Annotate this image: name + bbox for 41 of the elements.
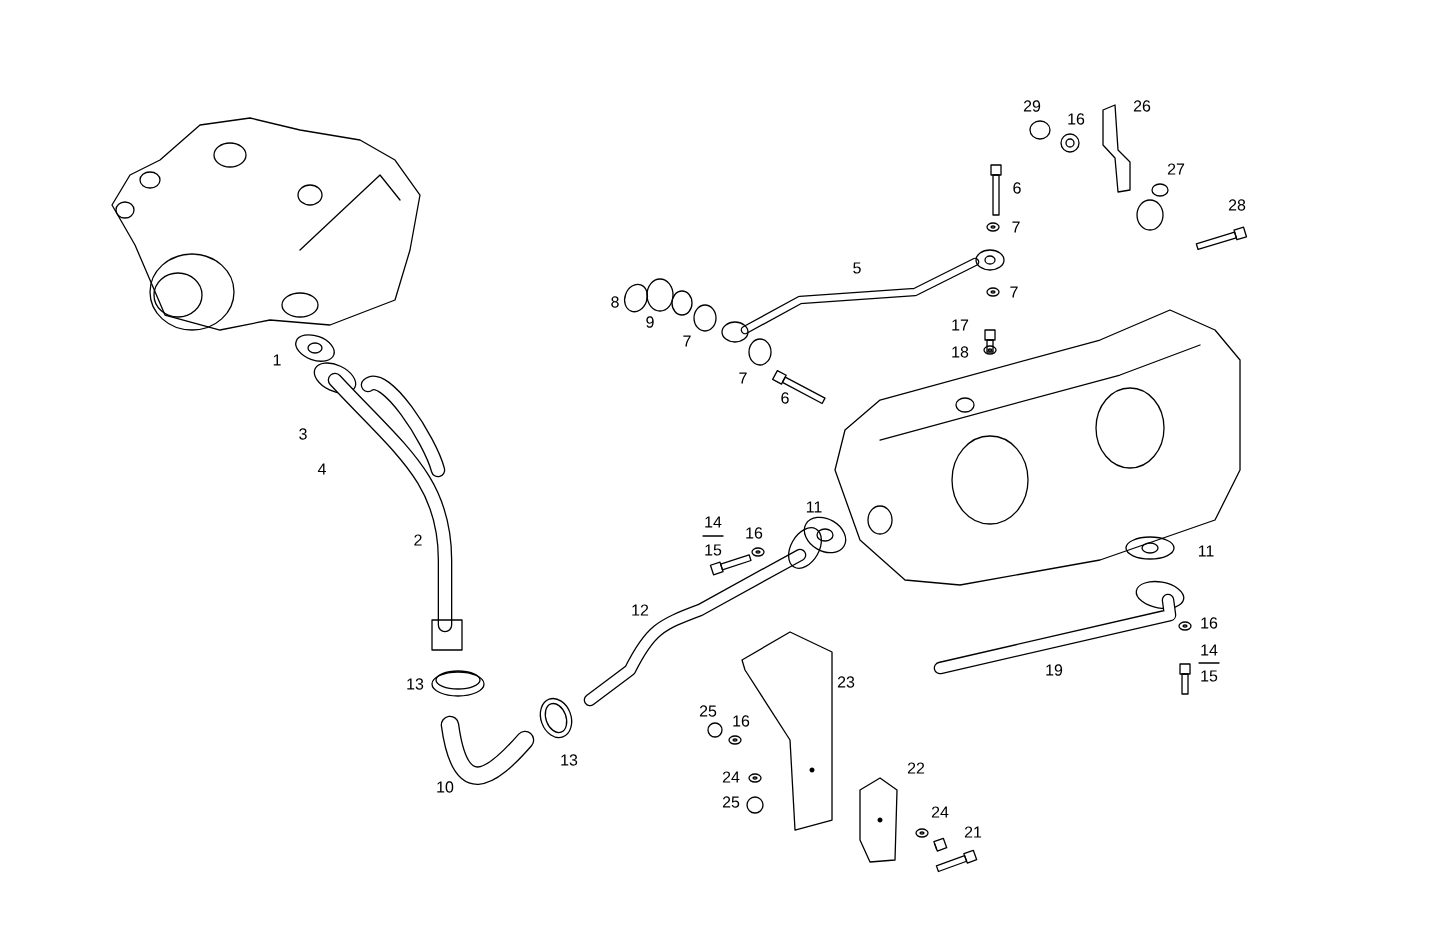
callout-number: 7 xyxy=(683,335,691,347)
callout-number: 7 xyxy=(1010,286,1018,298)
callout-number: 17 xyxy=(952,319,969,331)
callout-number: 18 xyxy=(952,346,969,358)
callout-number: 29 xyxy=(1023,100,1041,112)
callout-number: 28 xyxy=(1228,199,1246,211)
callout-number: 25 xyxy=(699,705,717,717)
callout-number: 24 xyxy=(722,771,740,783)
callout-number: 2 xyxy=(414,534,422,546)
callout-number: 16 xyxy=(733,715,750,727)
callout-number: 14 xyxy=(705,516,722,528)
callout-number: 3 xyxy=(299,428,307,440)
callout-number: 19 xyxy=(1046,664,1063,676)
callout-number: 13 xyxy=(407,678,424,690)
callout-number: 24 xyxy=(931,806,949,818)
callout-number: 15 xyxy=(1201,670,1218,682)
callout-number: 26 xyxy=(1133,100,1151,112)
callout-number: 16 xyxy=(1068,113,1085,125)
callout-number: 6 xyxy=(781,392,789,404)
callout-number: 8 xyxy=(611,296,619,308)
callout-number: 23 xyxy=(837,676,855,688)
callout-number: 25 xyxy=(722,796,740,808)
callout-number: 11 xyxy=(806,501,822,513)
callout-number: 1 xyxy=(273,354,281,366)
callout-number: 16 xyxy=(746,527,763,539)
callout-number: 14 xyxy=(1201,644,1218,656)
callout-number: 7 xyxy=(739,372,747,384)
callout-number: 5 xyxy=(853,262,861,274)
callout-number: 7 xyxy=(1012,221,1020,233)
callout-number: 11 xyxy=(1198,545,1214,557)
callout-number: 4 xyxy=(317,463,326,475)
callout-number: 22 xyxy=(907,762,925,774)
callout-number: 15 xyxy=(705,544,722,556)
callout-number: 6 xyxy=(1013,182,1021,194)
callout-number: 9 xyxy=(646,316,654,328)
callout-number: 12 xyxy=(632,604,649,616)
callout-number: 21 xyxy=(964,826,982,838)
callout-number: 10 xyxy=(437,781,454,793)
callout-number: 27 xyxy=(1167,163,1185,175)
callout-number: 13 xyxy=(561,754,578,766)
callout-number: 16 xyxy=(1201,617,1218,629)
